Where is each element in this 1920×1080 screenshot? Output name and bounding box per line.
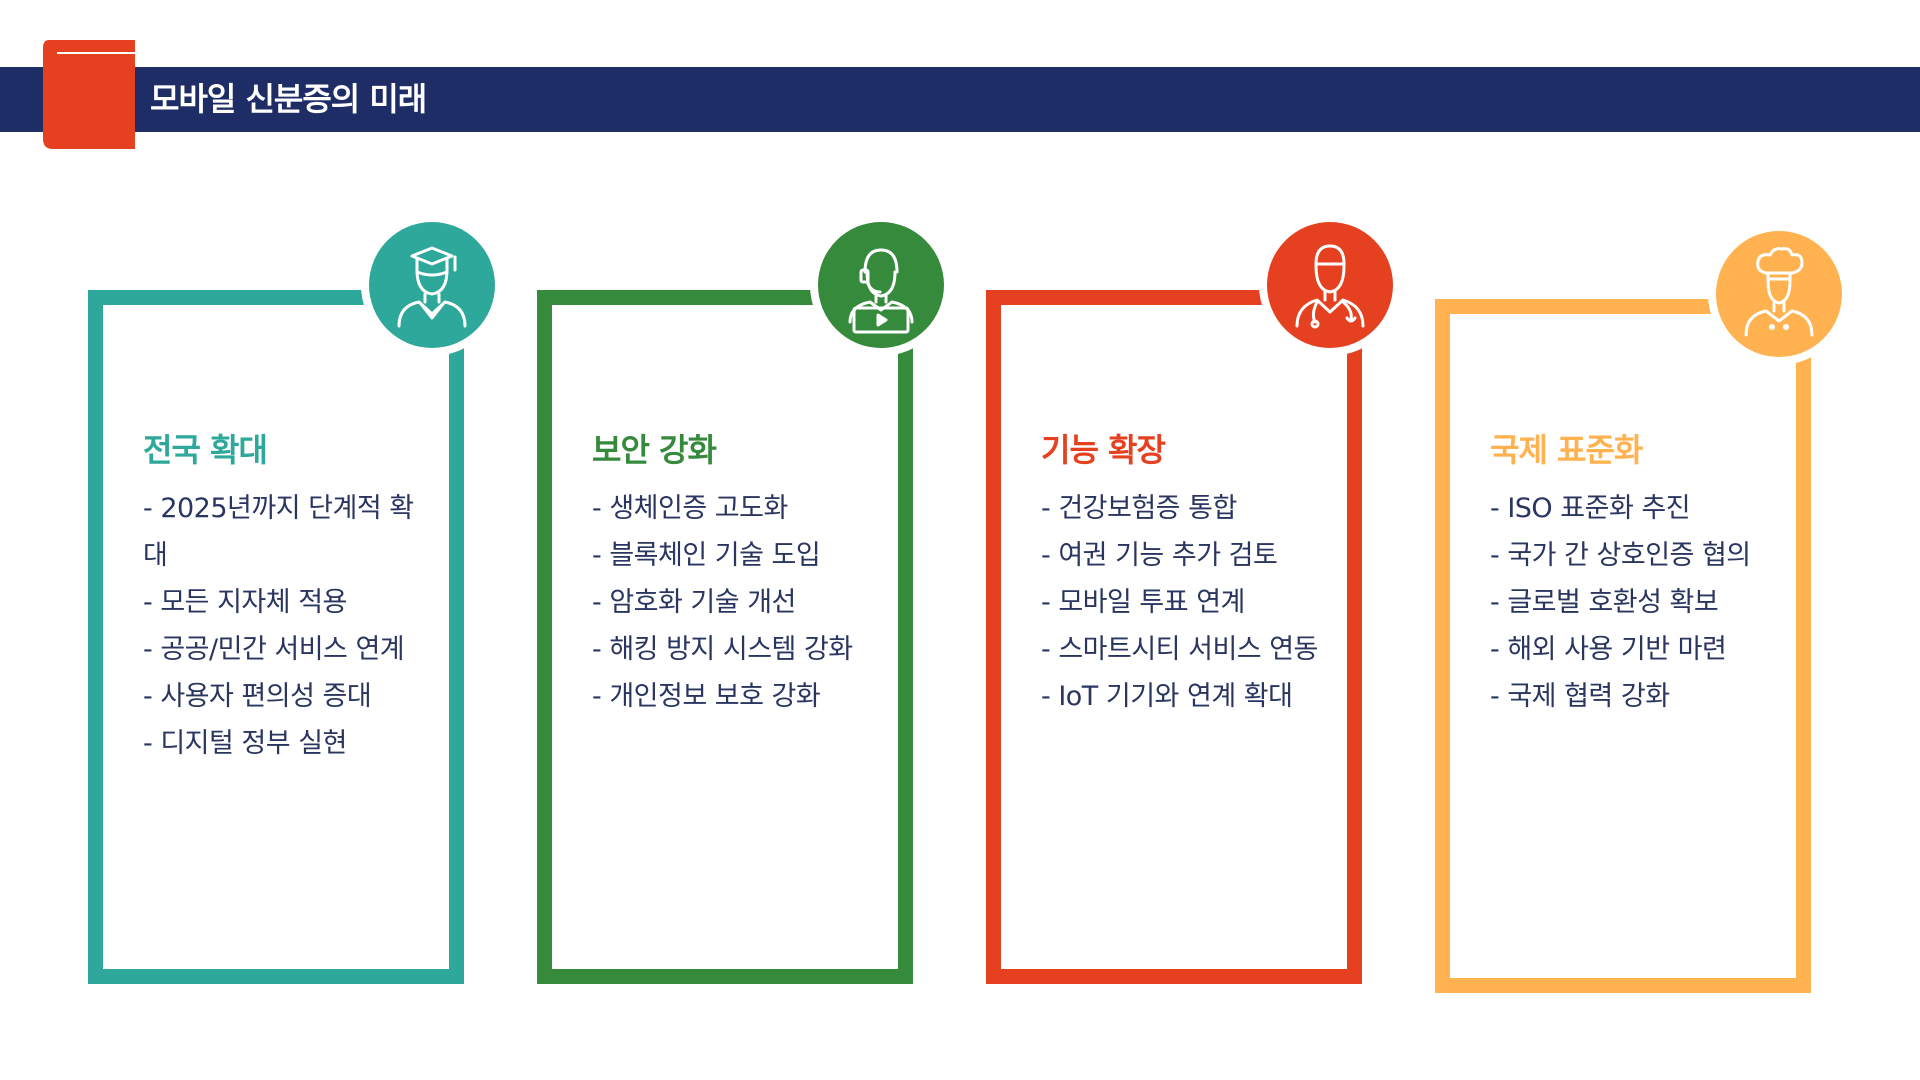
card-list: - 2025년까지 단계적 확대 - 모든 지자체 적용 - 공공/민간 서비스… (143, 485, 433, 767)
list-item: - 블록체인 기술 도입 (592, 540, 821, 571)
list-item: - 국제 협력 강화 (1490, 681, 1670, 712)
list-item: - 모든 지자체 적용 (143, 587, 347, 618)
list-item: - 생체인증 고도화 (592, 493, 788, 524)
list-item: - 글로벌 호환성 확보 (1490, 587, 1719, 618)
book-icon (43, 40, 135, 149)
list-item: - 공공/민간 서비스 연계 (143, 634, 405, 665)
card-international-standard: 국제 표준화 - ISO 표준화 추진 - 국가 간 상호인증 협의 - 글로벌… (1435, 299, 1811, 993)
badge-doctor (1259, 214, 1401, 356)
list-item: - 국가 간 상호인증 협의 (1490, 540, 1751, 571)
list-item: - 여권 기능 추가 검토 (1041, 540, 1278, 571)
page-title: 모바일 신분증의 미래 (150, 80, 427, 118)
support-agent-icon (848, 248, 914, 334)
badge-chef (1708, 223, 1850, 365)
badge-graduate (361, 214, 503, 356)
list-item: - 모바일 투표 연계 (1041, 587, 1245, 618)
card-title: 국제 표준화 (1490, 431, 1643, 469)
list-item: - ISO 표준화 추진 (1490, 493, 1691, 524)
list-item: - 건강보험증 통합 (1041, 493, 1237, 524)
graduate-icon (397, 246, 467, 328)
card-title: 전국 확대 (143, 431, 268, 469)
badge-support-agent (810, 214, 952, 356)
chef-icon (1744, 247, 1814, 337)
list-item: - 개인정보 보호 강화 (592, 681, 821, 712)
card-list: - 생체인증 고도화 - 블록체인 기술 도입 - 암호화 기술 개선 - 해킹… (592, 485, 882, 720)
card-title: 보안 강화 (592, 431, 717, 469)
list-item: - 디지털 정부 실현 (143, 728, 347, 759)
card-security: 보안 강화 - 생체인증 고도화 - 블록체인 기술 도입 - 암호화 기술 개… (537, 290, 913, 984)
doctor-icon (1295, 244, 1365, 329)
card-feature-expansion: 기능 확장 - 건강보험증 통합 - 여권 기능 추가 검토 - 모바일 투표 … (986, 290, 1362, 984)
list-item: - 2025년까지 단계적 확대 (143, 493, 414, 571)
list-item: - IoT 기기와 연계 확대 (1041, 681, 1293, 712)
card-list: - ISO 표준화 추진 - 국가 간 상호인증 협의 - 글로벌 호환성 확보… (1490, 485, 1780, 720)
list-item: - 암호화 기술 개선 (592, 587, 796, 618)
header-bar (0, 67, 1920, 132)
list-item: - 스마트시티 서비스 연동 (1041, 634, 1318, 665)
card-list: - 건강보험증 통합 - 여권 기능 추가 검토 - 모바일 투표 연계 - 스… (1041, 485, 1331, 720)
list-item: - 사용자 편의성 증대 (143, 681, 372, 712)
card-title: 기능 확장 (1041, 431, 1166, 469)
list-item: - 해킹 방지 시스템 강화 (592, 634, 853, 665)
list-item: - 해외 사용 기반 마련 (1490, 634, 1727, 665)
card-nationwide-expansion: 전국 확대 - 2025년까지 단계적 확대 - 모든 지자체 적용 - 공공/… (88, 290, 464, 984)
